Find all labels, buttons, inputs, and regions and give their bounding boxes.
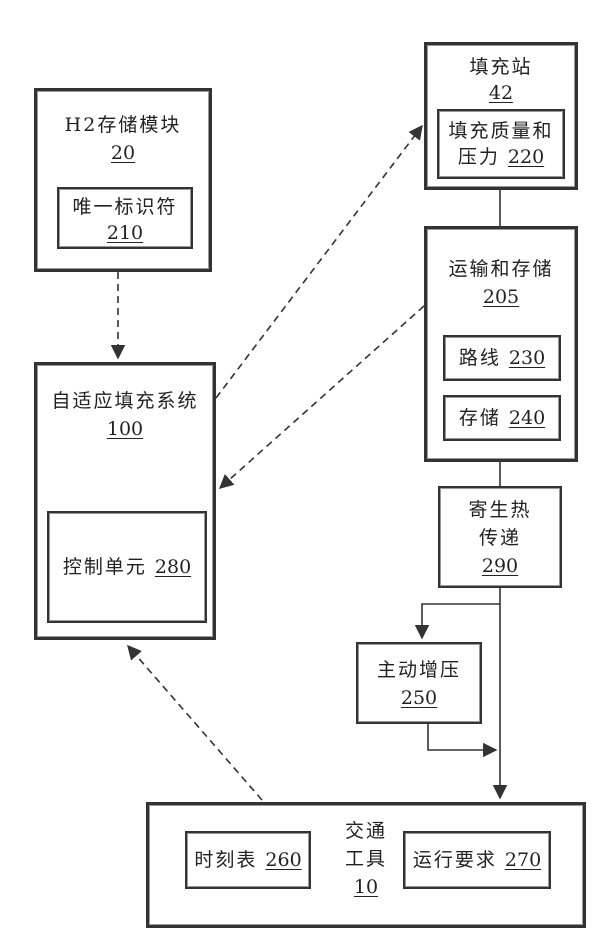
requirements-box: 运行要求 270 (403, 831, 551, 889)
h2-storage-label: H2存储模块 (65, 114, 182, 136)
requirements-ref: 270 (505, 849, 541, 871)
unique-id-ref: 210 (107, 222, 143, 244)
transport-ref: 205 (483, 286, 519, 308)
unique-id-box: 唯一标识符 210 (57, 187, 193, 249)
filling-station-ref: 42 (489, 82, 513, 104)
filling-station-label: 填充站 (469, 56, 532, 78)
route-ref: 230 (509, 347, 545, 369)
control-ref: 280 (155, 556, 191, 578)
arrow-adaptive-to-station (216, 126, 422, 398)
route-label: 路线 (459, 347, 501, 369)
h2-storage-module: H2存储模块 20 唯一标识符 210 (34, 88, 212, 272)
requirements-label: 运行要求 (413, 849, 497, 871)
schedule-box: 时刻表 260 (185, 831, 311, 889)
unique-id-label: 唯一标识符 (72, 196, 177, 218)
adaptive-ref: 100 (107, 418, 143, 440)
arrow-branch-to-boost (422, 604, 500, 638)
transport-storage: 运输和存储 205 路线 230 存储 240 (424, 226, 578, 462)
parasitic-line2: 传递 (479, 527, 521, 549)
parasitic-ref: 290 (482, 555, 518, 577)
arrow-vehicle-to-adaptive (128, 646, 262, 800)
fill-quantity-box: 填充质量和 压力 220 (437, 109, 565, 179)
arrow-transport-to-adaptive (220, 306, 424, 488)
control-label: 控制单元 (63, 556, 147, 578)
boost-label: 主动增压 (377, 659, 461, 681)
vehicle: 交通 工具 10 时刻表 260 运行要求 270 (146, 802, 586, 928)
parasitic-line1: 寄生热 (468, 499, 531, 521)
parasitic-heat-transfer: 寄生热 传递 290 (438, 486, 562, 588)
adaptive-label: 自适应填充系统 (51, 390, 198, 412)
transport-label: 运输和存储 (448, 258, 553, 280)
route-box: 路线 230 (443, 335, 561, 381)
vehicle-line1: 交通 (345, 820, 387, 842)
filling-station: 填充站 42 填充质量和 压力 220 (424, 42, 578, 190)
active-boost: 主动增压 250 (356, 642, 482, 724)
vehicle-ref: 10 (354, 876, 378, 898)
arrow-boost-return (428, 724, 496, 750)
fill-quantity-line2: 压力 (458, 146, 500, 168)
schedule-ref: 260 (265, 849, 301, 871)
adaptive-filling-system: 自适应填充系统 100 控制单元 280 (34, 362, 216, 640)
boost-ref: 250 (401, 687, 437, 709)
vehicle-line2: 工具 (345, 848, 387, 870)
storage-ref: 240 (509, 407, 545, 429)
schedule-label: 时刻表 (194, 849, 257, 871)
control-unit-box: 控制单元 280 (47, 511, 207, 623)
fill-quantity-line1: 填充质量和 (448, 120, 553, 142)
h2-storage-ref: 20 (111, 142, 135, 164)
fill-quantity-ref: 220 (508, 146, 544, 168)
storage-box: 存储 240 (443, 395, 561, 441)
storage-label: 存储 (459, 407, 501, 429)
